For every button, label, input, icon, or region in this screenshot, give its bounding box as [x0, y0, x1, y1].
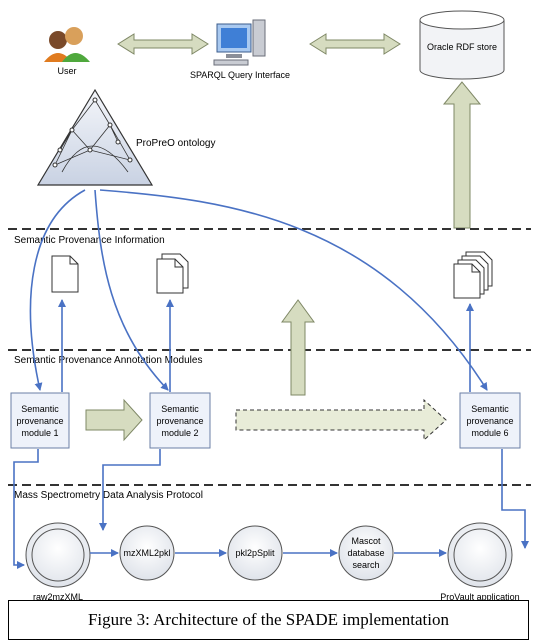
step-circle-pkl2psplit [227, 525, 283, 581]
svg-text:Mascot: Mascot [351, 536, 381, 546]
step-circle-raw2mzxml [25, 522, 91, 588]
document-stack-icon-3 [453, 251, 493, 299]
figure-caption: Figure 3: Architecture of the SPADE impl… [87, 610, 450, 629]
rdf-store-label: Oracle RDF store [427, 42, 497, 52]
svg-text:Semantic: Semantic [471, 404, 509, 414]
module-box-6: Semantic provenance module 6 [459, 392, 521, 449]
up-arrow-to-rdf [442, 81, 482, 229]
database-icon [419, 10, 505, 80]
layer-label-provenance-info: Semantic Provenance Information [14, 235, 165, 246]
dashed-right-arrow-module2-module6 [235, 398, 447, 442]
ontology-label: ProPreO ontology [136, 138, 216, 149]
svg-text:provenance: provenance [16, 416, 63, 426]
step-label-provault: ProVault application [440, 592, 519, 600]
step-circle-provault [447, 522, 513, 588]
step-circle-mzxml2pkl [119, 525, 175, 581]
layer-label-annotation-modules: Semantic Provenance Annotation Modules [14, 355, 202, 366]
svg-text:provenance: provenance [156, 416, 203, 426]
module-box-1: Semantic provenance module 1 [10, 392, 70, 449]
svg-text:module 2: module 2 [161, 428, 198, 438]
svg-text:module 1: module 1 [21, 428, 58, 438]
right-arrow-module1-module2 [85, 398, 143, 442]
sparql-label: SPARQL Query Interface [190, 70, 290, 80]
double-arrow-sparql-rdf [309, 33, 401, 55]
document-stack-icon-2 [156, 253, 189, 294]
svg-text:search: search [352, 560, 379, 570]
connectors [13, 189, 529, 569]
svg-text:module 6: module 6 [471, 428, 508, 438]
step-label-mzxml2pkl: mzXML2pkl [123, 548, 170, 558]
module-box-2: Semantic provenance module 2 [149, 392, 211, 449]
document-icon-1 [51, 255, 79, 293]
step-circle-mascot [338, 525, 394, 581]
step-label-pkl2psplit: pkl2pSplit [235, 548, 275, 558]
computer-icon [213, 19, 266, 66]
figure-caption-box: Figure 3: Architecture of the SPADE impl… [8, 600, 529, 640]
up-arrow-middle [281, 299, 315, 396]
user-label: User [57, 66, 76, 76]
ontology-triangle-icon [36, 88, 154, 186]
svg-text:Semantic: Semantic [161, 404, 199, 414]
svg-text:provenance: provenance [466, 416, 513, 426]
double-arrow-user-sparql [117, 33, 209, 55]
svg-text:Semantic: Semantic [21, 404, 59, 414]
user-icon [44, 27, 90, 62]
layer-label-protocol: Mass Spectrometry Data Analysis Protocol [14, 490, 203, 501]
svg-text:database: database [347, 548, 384, 558]
step-label-raw2mzxml: raw2mzXML [33, 592, 83, 600]
